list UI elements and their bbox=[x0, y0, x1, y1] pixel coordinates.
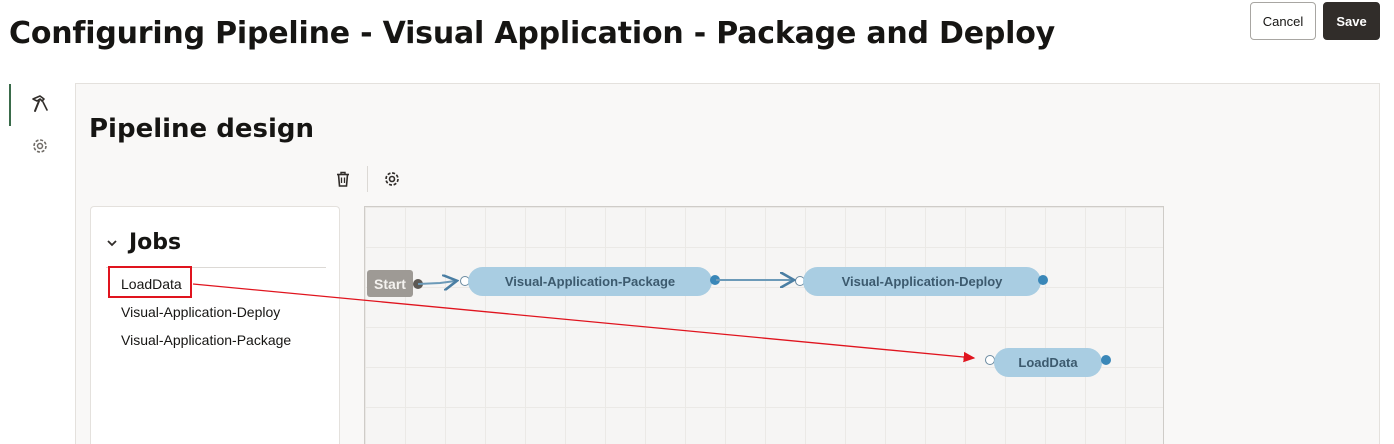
trash-icon[interactable] bbox=[332, 168, 354, 190]
annotation-highlight-box bbox=[108, 266, 192, 298]
jobs-title: Jobs bbox=[129, 230, 182, 255]
job-item-loaddata[interactable]: LoadData bbox=[121, 276, 182, 292]
toolbar-divider bbox=[367, 166, 368, 192]
hammer-icon[interactable] bbox=[28, 92, 52, 116]
cancel-button[interactable]: Cancel bbox=[1250, 2, 1316, 40]
job-item-visual-application-package[interactable]: Visual-Application-Package bbox=[121, 332, 292, 348]
jobs-header[interactable]: Jobs bbox=[105, 230, 181, 255]
page-title: Configuring Pipeline - Visual Applicatio… bbox=[9, 16, 1056, 51]
node-visual-application-deploy[interactable]: Visual-Application-Deploy bbox=[803, 267, 1041, 296]
gear-icon[interactable] bbox=[28, 134, 52, 158]
start-node[interactable]: Start bbox=[367, 270, 413, 297]
pipeline-canvas[interactable] bbox=[364, 206, 1164, 444]
node-visual-application-package[interactable]: Visual-Application-Package bbox=[468, 267, 712, 296]
jobs-divider bbox=[106, 267, 326, 268]
output-port[interactable] bbox=[1038, 275, 1048, 285]
save-button[interactable]: Save bbox=[1323, 2, 1380, 40]
chevron-down-icon[interactable] bbox=[105, 236, 119, 250]
start-output-port[interactable] bbox=[413, 279, 423, 289]
active-indicator bbox=[9, 84, 11, 126]
settings-icon[interactable] bbox=[381, 168, 403, 190]
node-loaddata[interactable]: LoadData bbox=[994, 348, 1102, 377]
side-rail bbox=[0, 84, 60, 444]
job-item-visual-application-deploy[interactable]: Visual-Application-Deploy bbox=[121, 304, 281, 320]
output-port[interactable] bbox=[1101, 355, 1111, 365]
section-title: Pipeline design bbox=[89, 114, 314, 144]
output-port[interactable] bbox=[710, 275, 720, 285]
